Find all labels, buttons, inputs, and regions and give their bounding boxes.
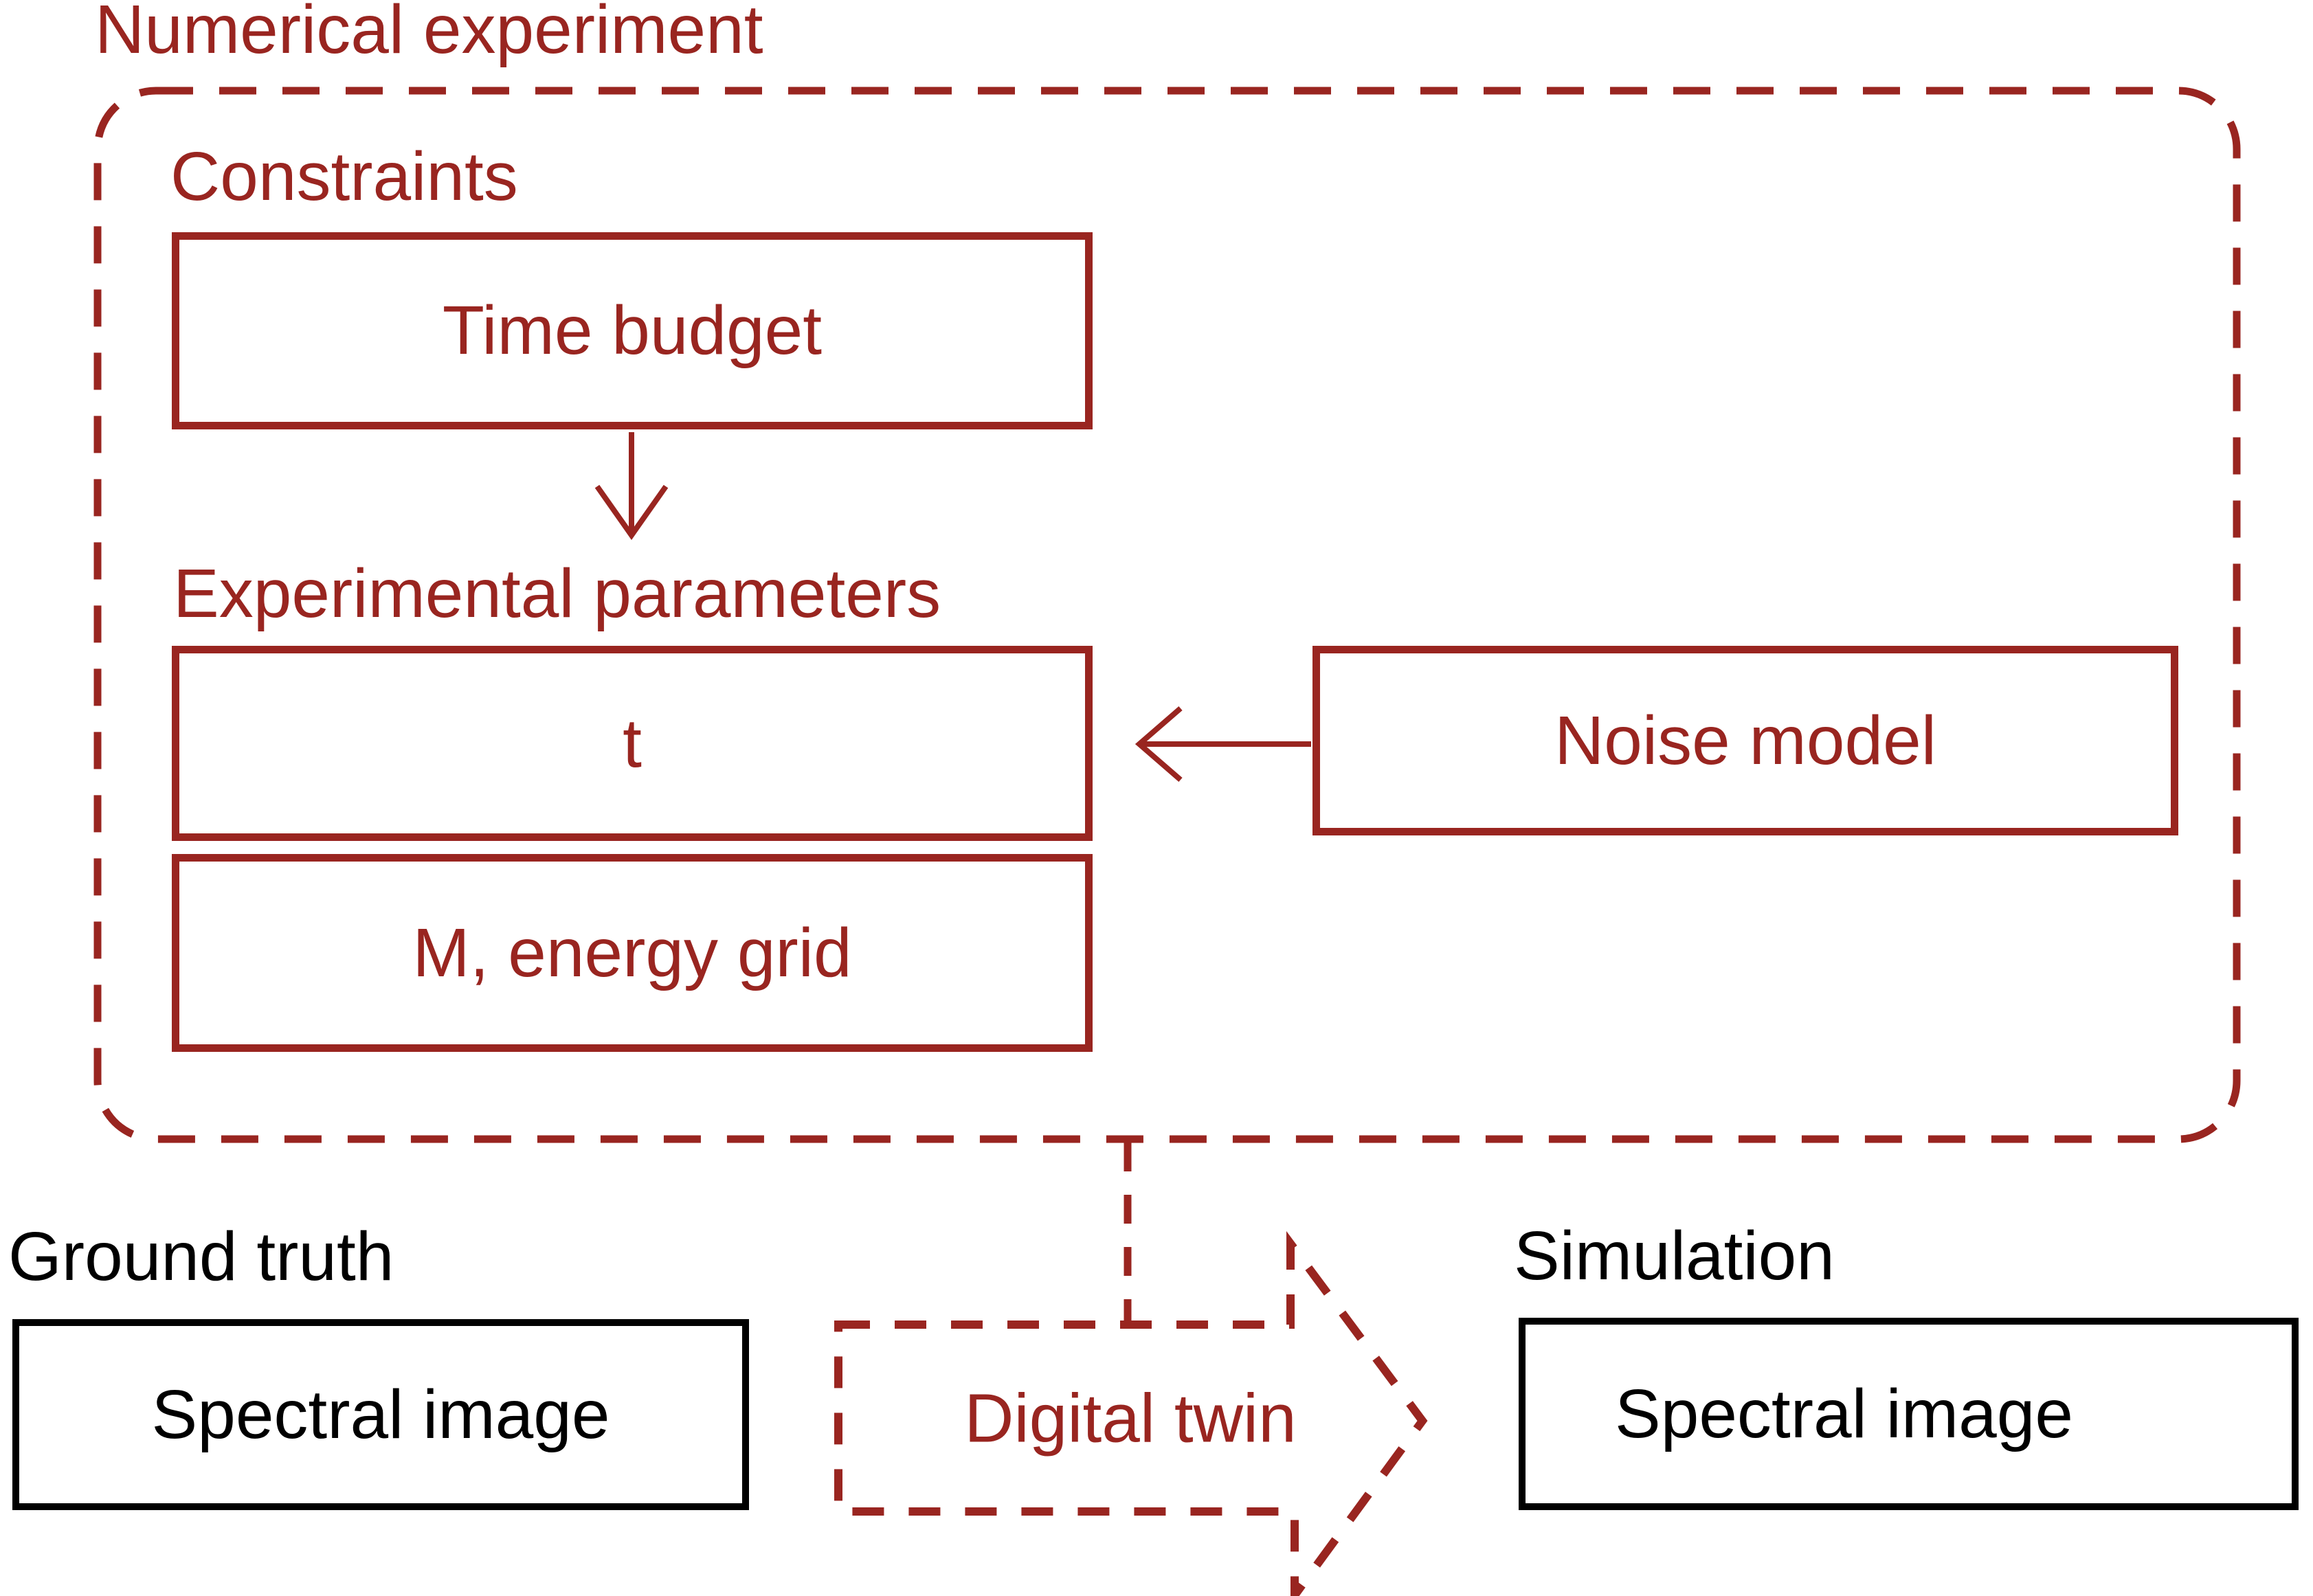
noise-model-box: Noise model bbox=[1312, 646, 2178, 835]
left-arrow-icon bbox=[1135, 706, 1311, 783]
noise-model-box-label: Noise model bbox=[1554, 701, 1936, 779]
simulation-spectral-image-label: Spectral image bbox=[1615, 1375, 2073, 1452]
ground-truth-spectral-image-box: Spectral image bbox=[12, 1319, 749, 1510]
experiment-dashed-border bbox=[93, 87, 2241, 1143]
simulation-label: Simulation bbox=[1514, 1217, 1835, 1294]
time-budget-box-label: Time budget bbox=[442, 292, 823, 369]
constraints-label: Constraints bbox=[170, 138, 518, 215]
experimental-parameters-label: Experimental parameters bbox=[173, 555, 941, 632]
digital-twin-arrow-outline bbox=[834, 1230, 1428, 1596]
t-box: t bbox=[172, 646, 1093, 841]
ground-truth-spectral-image-label: Spectral image bbox=[151, 1375, 610, 1453]
down-arrow-icon bbox=[594, 432, 669, 540]
digital-twin-label: Digital twin bbox=[964, 1380, 1297, 1457]
t-box-label: t bbox=[623, 704, 642, 782]
time-budget-box: Time budget bbox=[172, 232, 1093, 429]
simulation-spectral-image-box: Spectral image bbox=[1519, 1318, 2299, 1510]
ground-truth-label: Ground truth bbox=[8, 1218, 394, 1295]
experiment-title: Numerical experiment bbox=[95, 0, 763, 68]
m-energy-grid-box: M, energy grid bbox=[172, 854, 1093, 1052]
m-energy-grid-box-label: M, energy grid bbox=[412, 914, 852, 991]
